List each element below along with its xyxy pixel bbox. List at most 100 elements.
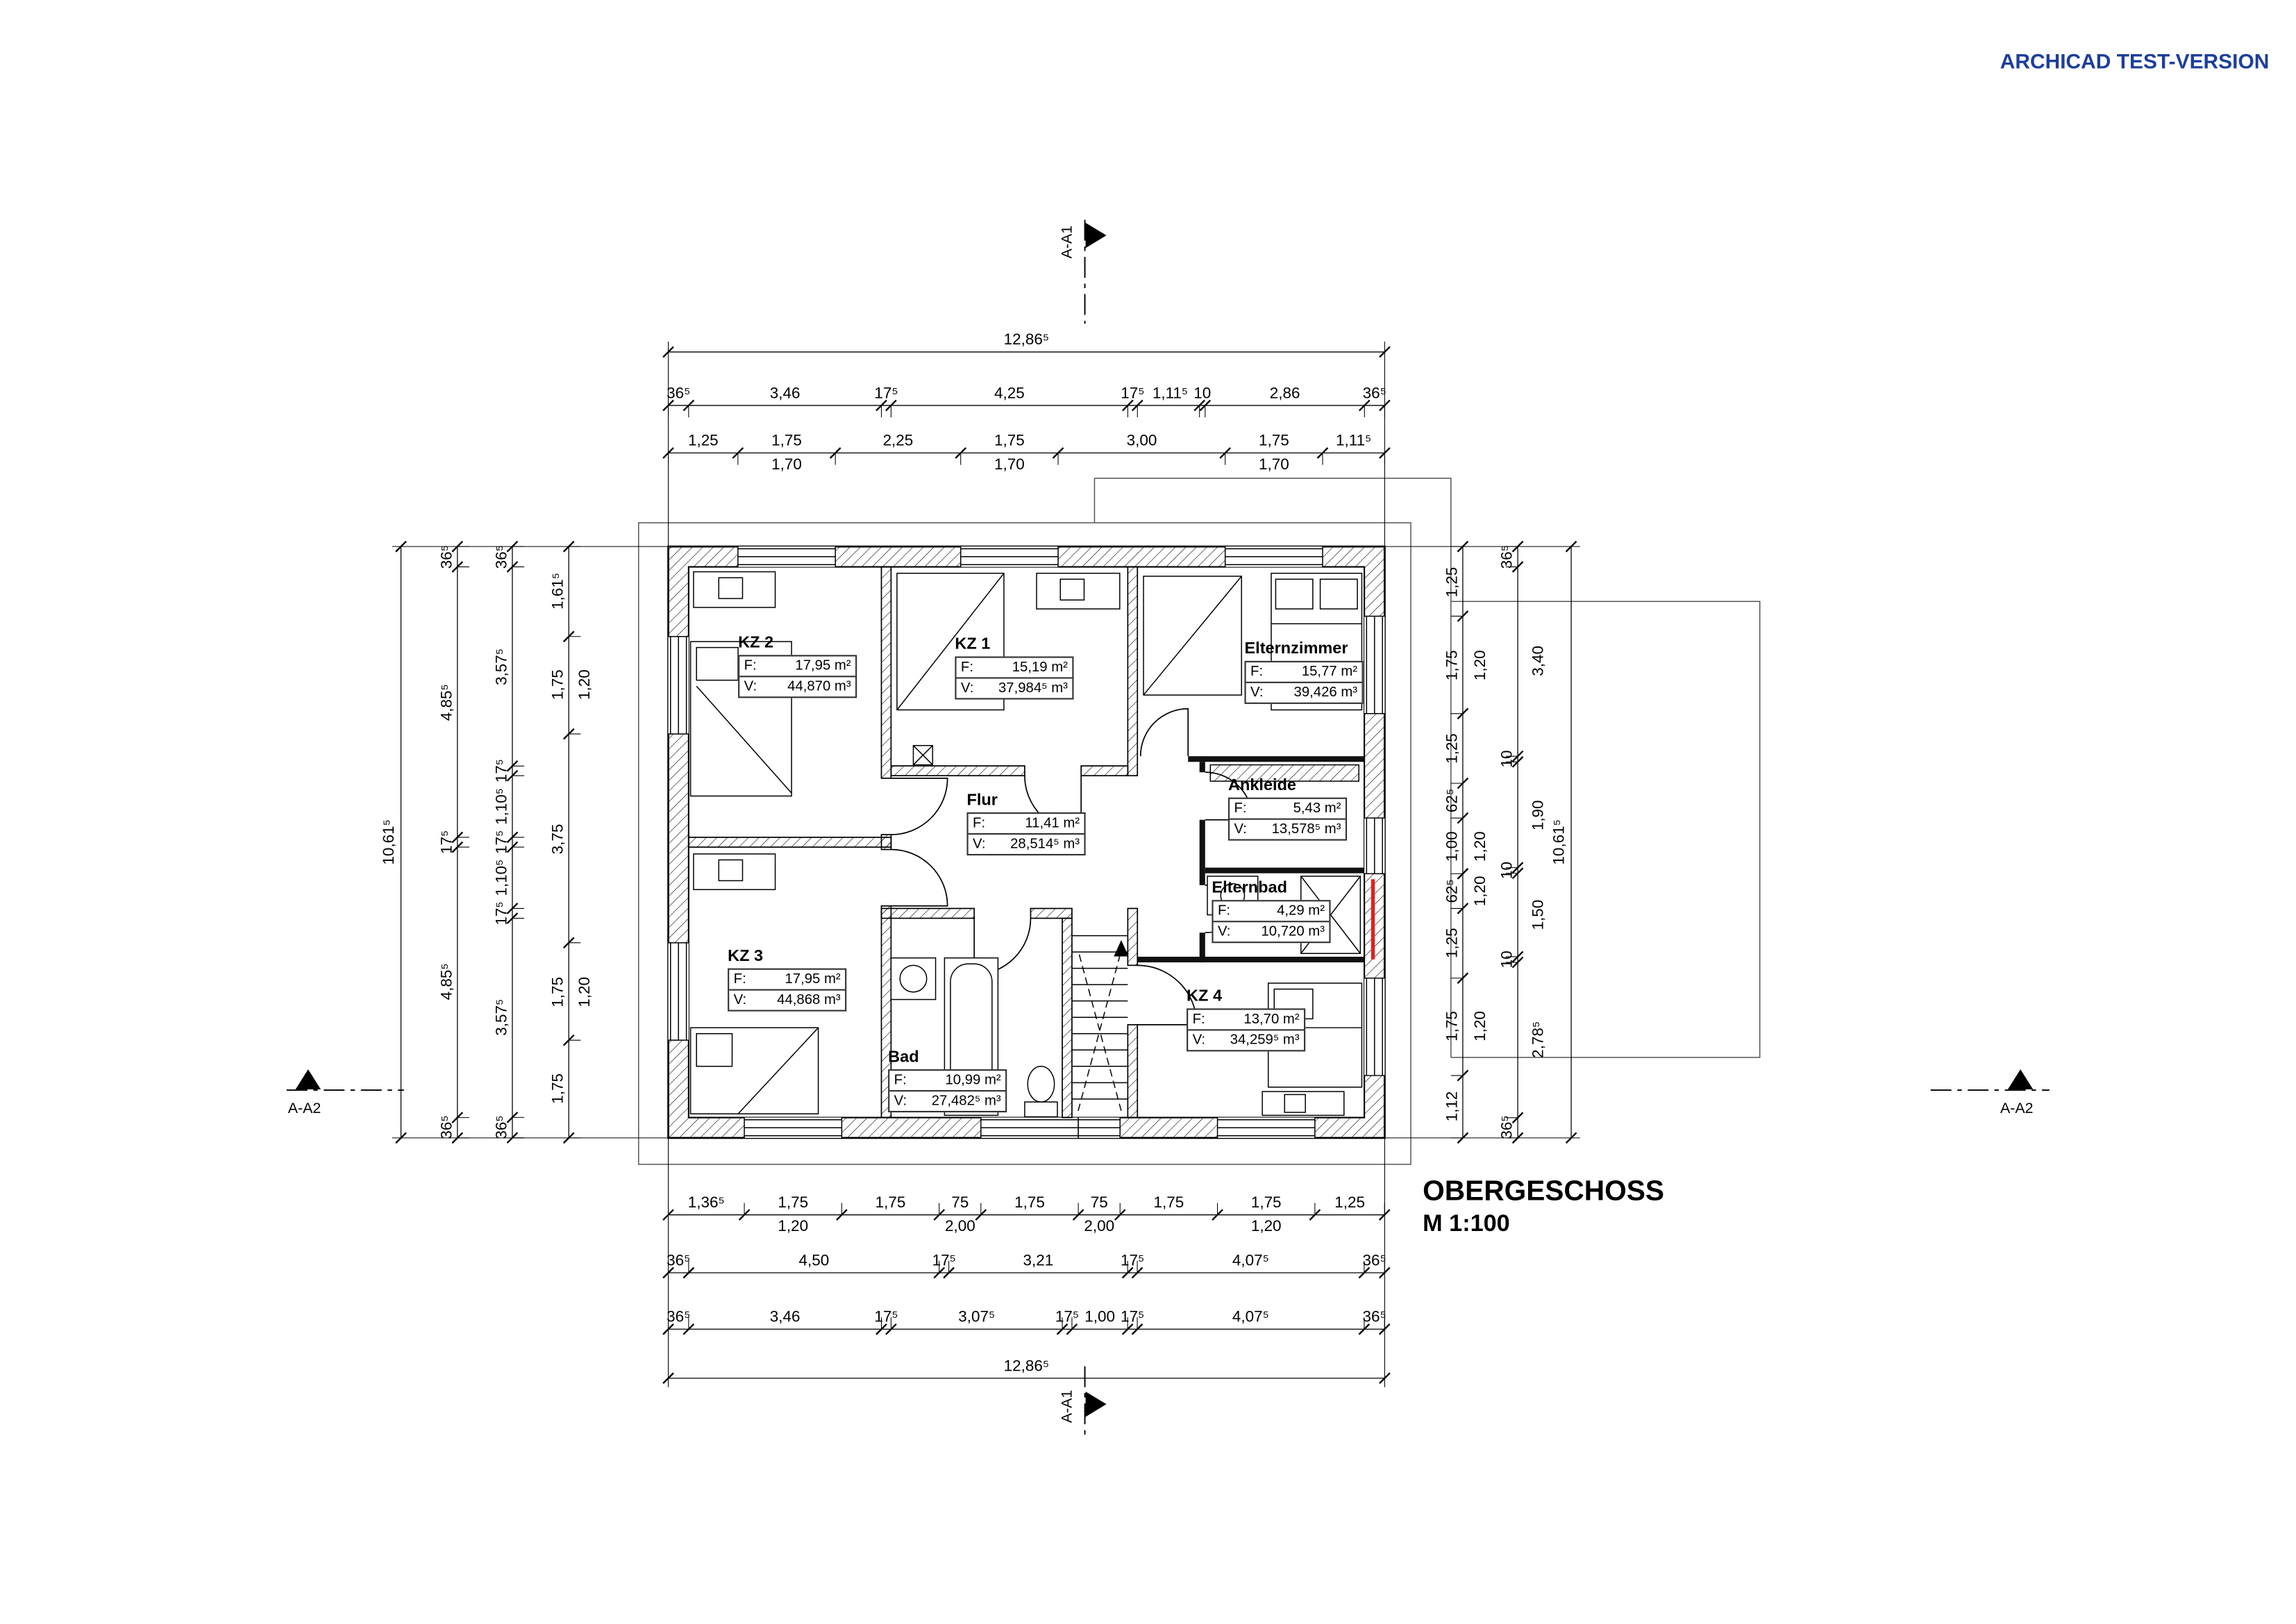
drawing-title: OBERGESCHOSS — [1423, 1176, 1664, 1208]
room-info-box: F:17,95 m² V:44,868 m³ — [728, 968, 847, 1012]
volume-label: V: — [733, 991, 747, 1009]
volume-label: V: — [1234, 821, 1247, 838]
dim-ticks — [562, 540, 581, 1144]
room-name: KZ 2 — [738, 634, 774, 653]
dim-ticks — [662, 1317, 1391, 1335]
window — [960, 546, 1059, 567]
dim-label-overall-left: 10,61⁵ — [380, 819, 399, 865]
dim-label-overall-right: 10,61⁵ — [1550, 819, 1568, 865]
window — [1364, 817, 1385, 875]
area-label: F: — [960, 659, 974, 676]
volume-value: 37,984⁵ m³ — [998, 680, 1068, 697]
volume-label: V: — [1192, 1032, 1206, 1049]
room-info-box: F: 10,99 m² V: 27,482⁵ m³ — [888, 1069, 1007, 1113]
room-name: KZ 4 — [1187, 987, 1223, 1006]
dim-label-overall-top: 12,86⁵ — [1003, 330, 1050, 349]
area-value: 10,99 m² — [945, 1072, 1001, 1089]
dim-ticks — [1505, 540, 1524, 1144]
window — [980, 1117, 1079, 1138]
monitor-icon — [1284, 1094, 1306, 1113]
room-info-box: F: 17,95 m² V: 44,870 m³ — [738, 655, 857, 698]
volume-value: 27,482⁵ m³ — [931, 1093, 1001, 1110]
dim-ticks — [1450, 540, 1469, 1144]
section-arrow-icon — [295, 1069, 321, 1089]
section-arrow-icon — [2007, 1069, 2034, 1089]
interior-walls — [687, 566, 1139, 1119]
room-label-ankleide: Ankleide F: 5,43 m² V: 13,578⁵ m³ — [1227, 776, 1348, 841]
volume-value: 34,259⁵ m³ — [1230, 1032, 1300, 1049]
door-kz3 — [891, 848, 948, 907]
section-lines — [286, 219, 2050, 1438]
room-name: Elternzimmer — [1244, 639, 1348, 658]
section-label-a1-top: A-A1 — [1059, 225, 1076, 259]
dim-ticks — [451, 540, 469, 1144]
room-label-kz4: KZ 4 F: 13,70 m² V: 34,259⁵ m³ — [1187, 987, 1306, 1052]
staircase — [1071, 935, 1129, 1112]
section-label-a2-left: A-A2 — [287, 1101, 321, 1118]
volume-label: V: — [1217, 923, 1231, 940]
window — [1364, 977, 1385, 1076]
room-name: Bad — [888, 1048, 919, 1066]
wardrobe — [1209, 764, 1359, 782]
dim-ticks — [395, 540, 407, 1144]
dimension-lines — [392, 341, 1580, 1387]
area-value: 11,41 m² — [1025, 815, 1080, 832]
room-label-bad: Bad F: 10,99 m² V: 27,482⁵ m³ — [888, 1048, 1007, 1113]
door-elternzimmer — [1139, 708, 1189, 757]
volume-value: 28,514⁵ m³ — [1010, 836, 1080, 853]
dim-ticks — [662, 399, 1391, 418]
dim-ticks — [662, 1261, 1391, 1279]
volume-value: 39,426 m³ — [1293, 685, 1358, 701]
area-label: F: — [744, 658, 757, 675]
door-kz2 — [891, 777, 948, 835]
window — [668, 636, 689, 735]
room-name: KZ 3 — [728, 947, 764, 966]
volume-label: V: — [744, 678, 757, 696]
section-label-a1-bottom: A-A1 — [1059, 1389, 1076, 1423]
section-arrows — [295, 222, 2034, 1417]
volume-value: 44,870 m³ — [787, 678, 851, 696]
window — [744, 1117, 843, 1138]
area-label: F: — [1192, 1011, 1205, 1028]
dim-ticks — [662, 346, 1391, 358]
area-value: 17,95 m² — [785, 971, 841, 988]
room-label-flur: Flur F:11,41 m² V:28,514⁵ m³ — [966, 792, 1086, 856]
dim-ticks — [1565, 540, 1577, 1144]
monitor-icon — [1059, 578, 1085, 601]
room-info-box: F:4,29 m² V:10,720 m³ — [1212, 900, 1331, 944]
window — [1078, 1117, 1121, 1138]
dim-label-overall-bottom: 12,86⁵ — [1003, 1357, 1050, 1375]
section-arrow-icon — [1085, 222, 1107, 249]
area-label: F: — [1217, 903, 1231, 920]
room-name: Ankleide — [1227, 776, 1297, 795]
stair-arrow — [1114, 939, 1129, 957]
monitor-icon — [718, 577, 744, 599]
pillow — [696, 1032, 733, 1067]
window — [1224, 546, 1323, 567]
windows — [668, 546, 1385, 1138]
room-info-box: F: 5,43 m² V: 13,578⁵ m³ — [1227, 797, 1348, 841]
room-info-box: F: 13,70 m² V: 34,259⁵ m³ — [1187, 1008, 1306, 1052]
window — [1216, 1117, 1316, 1138]
pillow — [1319, 578, 1358, 610]
partition-walls — [1137, 756, 1365, 963]
area-value: 17,95 m² — [795, 658, 851, 675]
dim-ticks — [506, 540, 525, 1144]
roof-outline — [638, 478, 1761, 1165]
volume-label: V: — [1250, 685, 1264, 701]
area-value: 13,70 m² — [1243, 1011, 1300, 1028]
area-label: F: — [894, 1072, 907, 1089]
area-value: 5,43 m² — [1293, 800, 1341, 817]
room-label-elternbad: Elternbad F:4,29 m² V:10,720 m³ — [1212, 879, 1331, 944]
volume-value: 10,720 m³ — [1261, 923, 1325, 940]
room-label-kz2: KZ 2 F: 17,95 m² V: 44,870 m³ — [738, 634, 857, 698]
section-arrow-icon — [1085, 1391, 1107, 1417]
window — [668, 942, 689, 1041]
area-label: F: — [1234, 800, 1247, 817]
volume-value: 13,578⁵ m³ — [1271, 821, 1341, 838]
room-label-kz3: KZ 3 F:17,95 m² V:44,868 m³ — [728, 947, 847, 1012]
volume-label: V: — [894, 1093, 907, 1110]
pillow — [1275, 578, 1314, 610]
room-label-elternzimmer: Elternzimmer F:15,77 m² V:39,426 m³ — [1244, 639, 1364, 704]
